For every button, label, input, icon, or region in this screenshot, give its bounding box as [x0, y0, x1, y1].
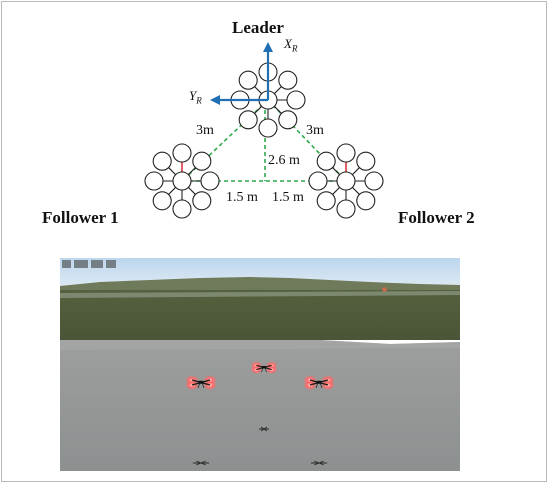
rotor	[286, 90, 306, 110]
rotor	[144, 171, 164, 191]
distance-left-label: 3m	[196, 123, 214, 138]
follower-2-drone	[308, 143, 384, 219]
hud-indicator-3	[91, 260, 103, 268]
sim-follower-1-drone	[185, 375, 217, 391]
rotor	[336, 143, 356, 163]
rotor-glow	[203, 380, 217, 391]
height-distance-label: 2.6 m	[268, 153, 300, 168]
body	[198, 380, 204, 384]
sim-follower-1-shadow	[193, 460, 209, 466]
simulated-drones	[185, 361, 335, 466]
y-axis-arrowhead	[210, 95, 220, 105]
follower-1-drone	[144, 143, 220, 219]
rotor	[278, 70, 298, 90]
rotor	[152, 151, 172, 171]
rotor-glow	[265, 365, 278, 374]
rotor-glow	[321, 380, 335, 391]
shadow-line	[260, 426, 268, 432]
rotor	[278, 110, 298, 130]
distant-object	[382, 287, 387, 292]
sim-leader-drone	[250, 361, 278, 374]
leg	[315, 383, 318, 389]
rotor	[308, 171, 328, 191]
grass-field	[60, 290, 460, 340]
rotor	[152, 191, 172, 211]
rotor-glow	[303, 380, 317, 391]
leader-label: Leader	[232, 18, 284, 37]
sim-leader-shadow	[259, 426, 269, 432]
leg	[202, 383, 205, 389]
hud-indicator-1	[62, 260, 71, 268]
x-axis-label: XR	[284, 36, 298, 54]
rotor	[258, 118, 278, 138]
body	[262, 365, 266, 369]
formation-diagram: Leader Follower 1 Follower 2 XR YR 3m 3m…	[42, 18, 475, 227]
leg	[197, 383, 200, 389]
rotor	[172, 199, 192, 219]
leg	[320, 383, 323, 389]
half-base-right-label: 1.5 m	[272, 190, 304, 205]
rotor	[316, 151, 336, 171]
follower-1-label: Follower 1	[42, 208, 119, 227]
half-base-left-label: 1.5 m	[226, 190, 258, 205]
rotor	[200, 171, 220, 191]
hud-indicator-4	[106, 260, 116, 268]
sim-follower-2-drone	[303, 375, 335, 391]
hud-indicators	[62, 260, 116, 268]
tarmac-edge	[60, 340, 460, 350]
follower-2-label: Follower 2	[398, 208, 475, 227]
hub	[172, 171, 192, 191]
distant-hills	[60, 277, 460, 292]
shadow-line	[314, 460, 324, 466]
rotor-glow	[250, 365, 263, 374]
distance-right-label: 3m	[306, 123, 324, 138]
drone-symbols	[144, 62, 384, 219]
y-axis-label: YR	[189, 88, 202, 106]
simulation-scene	[60, 258, 460, 471]
hud-indicator-2	[74, 260, 88, 268]
leg	[264, 368, 267, 373]
rotor	[192, 191, 212, 211]
x-axis-arrowhead	[263, 42, 273, 52]
rotor	[238, 70, 258, 90]
rotor	[356, 151, 376, 171]
rotor	[172, 143, 192, 163]
rotor	[364, 171, 384, 191]
rotor	[238, 110, 258, 130]
rotor	[192, 151, 212, 171]
rotor	[336, 199, 356, 219]
leader-axes	[210, 42, 273, 105]
leg	[261, 368, 264, 373]
distant-runway	[60, 291, 460, 298]
shadow-line	[196, 460, 206, 466]
rotor	[356, 191, 376, 211]
body	[316, 380, 322, 384]
formation-svg	[144, 42, 384, 219]
rotor-glow	[185, 380, 199, 391]
tarmac	[60, 340, 460, 471]
sim-follower-2-shadow	[311, 460, 327, 466]
simulation-screenshot	[60, 258, 460, 471]
hub	[336, 171, 356, 191]
rotor	[316, 191, 336, 211]
